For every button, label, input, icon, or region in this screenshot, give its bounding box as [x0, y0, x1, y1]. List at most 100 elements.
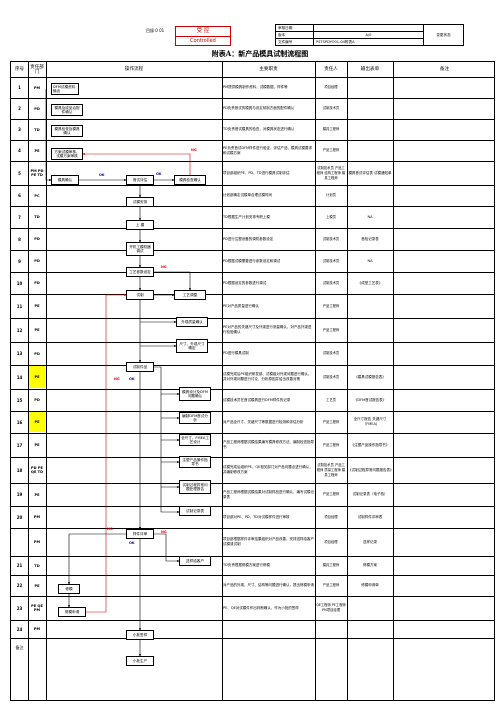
row-output: 《模具试模报告表》	[354, 374, 386, 379]
row-divider	[11, 638, 494, 639]
row-department: PD	[34, 398, 40, 402]
row-output: 修模方案	[363, 563, 377, 567]
row-divider	[11, 342, 494, 343]
column-divider	[222, 62, 223, 700]
row-person: 试制技术员 产品工程师 质量工程师 模具工程师	[316, 462, 346, 477]
flow-step-box: 注塑产品操作指导书	[179, 456, 211, 468]
row-divider	[11, 389, 494, 390]
flow-arrow	[86, 293, 127, 613]
row-number: 8	[18, 236, 21, 242]
row-department: PD	[34, 237, 40, 241]
row-duty: TD负责根据修模方案进行修模	[223, 563, 270, 567]
meta-label: 版本	[275, 31, 314, 39]
row-duty: TD负责首试模具的检查，对模具状态进行确认	[223, 127, 295, 131]
header-meta-table: 审核日期 变更状态 版本 A/0 文件编号 PSTSPDYO01-04附表A	[275, 24, 464, 46]
row-number: 10	[16, 280, 23, 286]
ng-label: NG	[161, 265, 167, 269]
row-divider	[11, 98, 494, 99]
row-number: 3	[18, 127, 21, 132]
row-person: QE工程师 PE工程师 PM项目经理	[316, 603, 346, 612]
flow-arrow	[154, 271, 192, 291]
row-output: 送样记录	[363, 539, 377, 544]
row-divider	[11, 119, 494, 120]
row-number: 18	[16, 467, 23, 473]
row-divider	[11, 77, 494, 78]
row-divider	[11, 433, 494, 434]
row-duty: 试模技术员在首试模具进行DFM样件的记录	[223, 397, 291, 402]
row-person: 项目经理	[324, 514, 338, 519]
row-output: NA	[367, 258, 373, 263]
row-department: PM	[33, 515, 41, 519]
row-duty: 项目部根据样件评审结果组织对产品改善，安排送样给客户试模或试制	[223, 537, 314, 546]
row-person: 产品工程师	[322, 492, 340, 496]
row-department: TD	[34, 563, 40, 568]
row-duty: 计划部确定试模单合理试模时间	[223, 193, 272, 197]
flow-connectors	[45, 89, 192, 657]
row-department: PE	[34, 304, 40, 308]
column-header: 输出表单	[360, 67, 380, 72]
row-department: PD	[34, 281, 40, 285]
row-number: 6	[18, 193, 21, 198]
flow-arrow	[45, 89, 52, 182]
row-divider	[11, 506, 494, 507]
ok-label: OK	[99, 173, 105, 177]
row-department: PC	[34, 193, 40, 198]
row-department: PE	[29, 412, 45, 432]
row-person: 模具工程师	[322, 563, 340, 567]
row-duty: PD进行注塑设备的调机参数设定	[223, 236, 274, 241]
row-department: PE	[34, 492, 40, 497]
flow-arrow	[154, 366, 180, 396]
row-duty: 项目部对PE、PD、TD对试模样件进行审核	[223, 514, 290, 519]
row-divider	[11, 575, 494, 576]
row-number: 24	[16, 626, 23, 632]
flow-arrow	[67, 533, 126, 585]
row-number: 14	[16, 374, 23, 380]
row-department: PM PD PE TD	[30, 169, 44, 177]
row-output: 首检记录表	[361, 236, 379, 241]
column-header: 主要职责	[259, 67, 278, 72]
row-divider	[11, 556, 494, 557]
ng-label: NG	[161, 530, 167, 534]
row-duty: 对产品的外观、尺寸、结构等问题进行确认，提出修模申请	[223, 583, 314, 587]
column-divider	[347, 62, 348, 700]
row-person: 试制技术员	[322, 351, 340, 355]
row-department: PD PE QE TD	[30, 466, 44, 474]
flow-step-box: DFM试模资料输出	[51, 83, 79, 95]
row-duty: 产品工程师根据试模结果对试制样品进行确认，编写试模记录表	[223, 489, 314, 499]
row-number: 9	[18, 258, 21, 264]
row-department: PE	[34, 583, 40, 588]
column-header: 备注	[439, 67, 450, 72]
ok-label: OK	[156, 172, 162, 176]
ok-label: OK	[129, 377, 135, 381]
ok-label: OK	[129, 541, 135, 545]
row-department: PD	[34, 106, 40, 111]
row-person: 试制技术员	[322, 258, 340, 263]
row-person: 产品工程师	[322, 148, 340, 152]
document-title: 附表A：新产品模具试制流程图	[211, 49, 309, 58]
row-number: 19	[16, 492, 23, 497]
row-number: 13	[16, 351, 23, 356]
row-divider	[11, 620, 494, 621]
row-number: 12	[16, 327, 23, 333]
row-person: 项目经理	[324, 539, 338, 544]
flow-step-box: 修模申请	[58, 607, 86, 617]
row-number: 23	[16, 605, 23, 611]
row-duty: 产品工程师根据试模结果编写模具修改方法、编制检查指导书	[223, 440, 314, 449]
row-duty: 试模完成后组织PE、QE相关部门对产品问题点进行确认，并编制修改方案	[223, 465, 313, 474]
row-duty: PD进行模具试制	[223, 351, 249, 355]
row-duty: PD根据设定的参数进行调试	[223, 280, 267, 285]
row-divider	[11, 318, 494, 319]
row-duty: PE对产品质量进行确认	[223, 303, 259, 308]
row-divider	[11, 228, 494, 229]
row-divider	[11, 206, 494, 207]
row-number: 15	[16, 397, 23, 403]
flow-step-box: 方案试模审核、试模方案审核	[51, 148, 83, 160]
row-divider	[11, 185, 494, 186]
row-divider	[11, 365, 494, 366]
row-output: 《成型工艺表》	[357, 280, 383, 285]
row-person: 产品工程师	[322, 303, 340, 308]
row-number: 16	[16, 419, 23, 425]
row-person: 试制技术员	[322, 106, 340, 110]
row-department: PE	[34, 328, 40, 332]
